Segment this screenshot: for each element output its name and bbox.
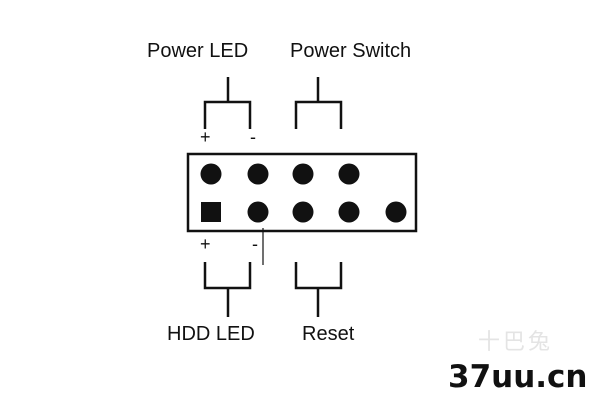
power-led-plus-sign: + xyxy=(200,127,211,147)
header-pin xyxy=(292,163,314,185)
watermark-logo: 十巴兔 xyxy=(478,330,554,355)
power-switch-bracket xyxy=(294,100,343,129)
header-pin xyxy=(247,201,269,223)
watermark-url: 37uu.cn xyxy=(448,359,588,395)
header-pin xyxy=(292,201,314,223)
header-pin-square xyxy=(201,202,221,222)
hdd-led-label: HDD LED xyxy=(167,323,255,345)
power-switch-label: Power Switch xyxy=(290,40,412,62)
hdd-led-bracket xyxy=(203,262,252,290)
power-led-label: Power LED xyxy=(147,40,249,62)
header-pin xyxy=(385,201,407,223)
header-pin xyxy=(247,163,269,185)
header-outline xyxy=(186,152,418,233)
power-led-minus-sign: - xyxy=(250,127,256,147)
reset-label: Reset xyxy=(302,323,355,345)
hdd-led-minus-sign: - xyxy=(252,234,258,254)
reset-bracket xyxy=(294,262,343,290)
header-pin xyxy=(338,163,360,185)
header-pin xyxy=(338,201,360,223)
header-pin xyxy=(200,163,222,185)
power-led-bracket xyxy=(203,100,252,129)
hdd-led-plus-sign: + xyxy=(200,234,211,254)
